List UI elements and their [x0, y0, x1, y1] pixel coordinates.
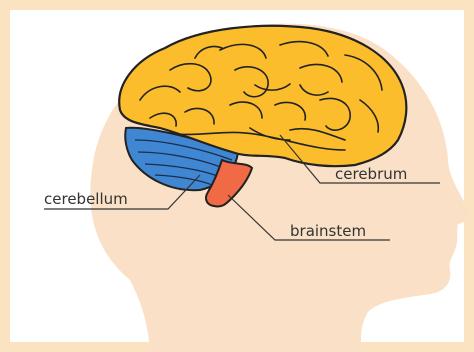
label-brainstem: brainstem — [290, 222, 366, 240]
label-cerebellum: cerebellum — [44, 190, 128, 208]
label-cerebrum: cerebrum — [335, 165, 407, 183]
